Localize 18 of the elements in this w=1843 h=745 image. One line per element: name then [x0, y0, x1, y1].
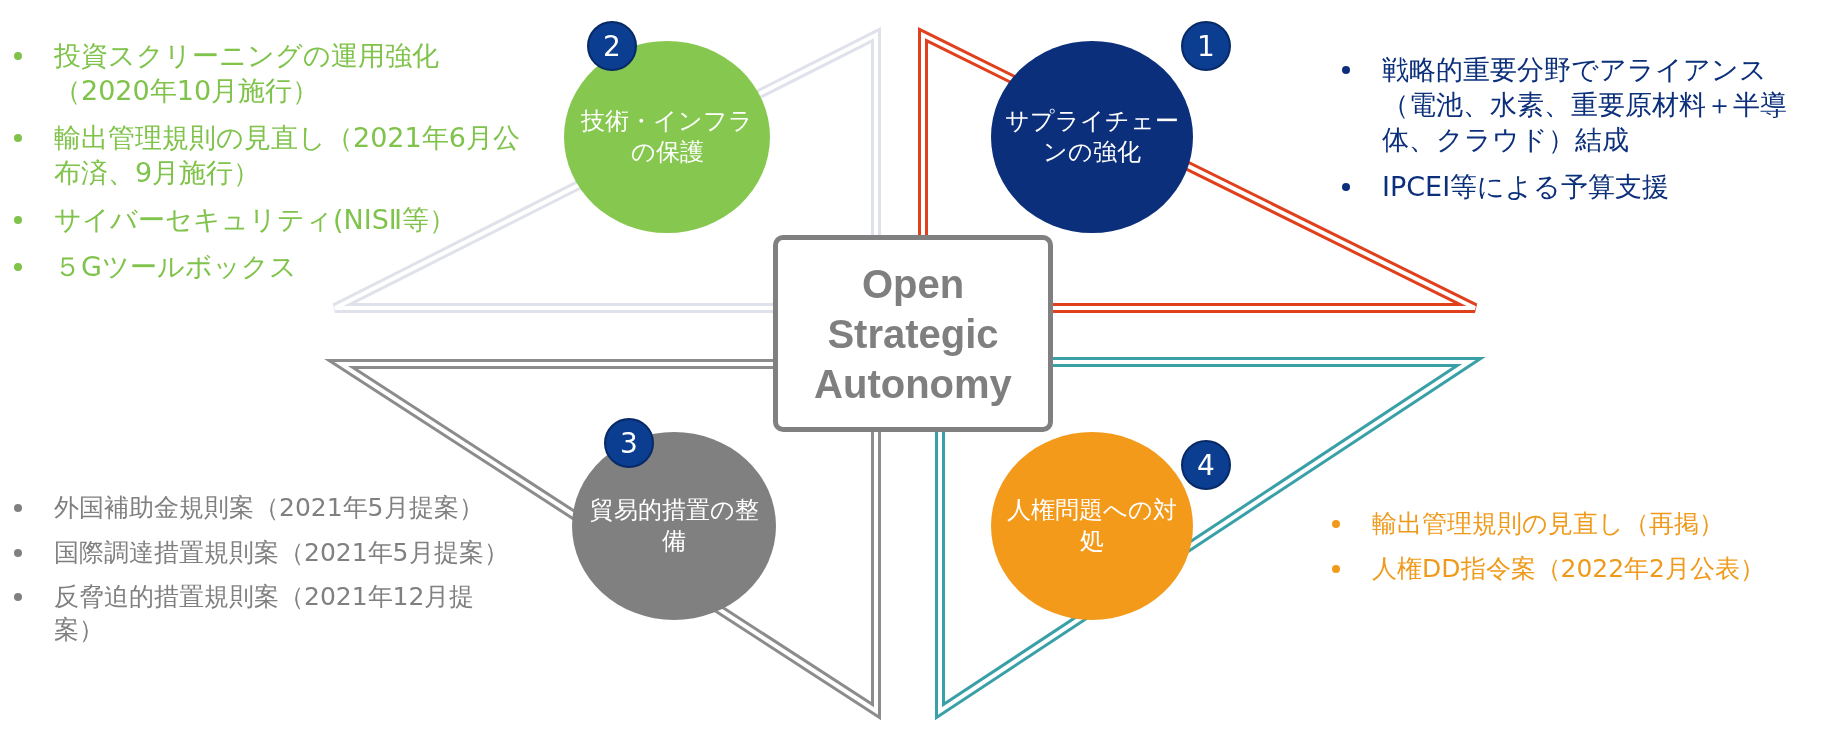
bullet-text: 輸出管理規則の見直し（再掲） — [1372, 509, 1724, 538]
bullet-text: 戦略的重要分野でアライアンス（電池、水素、重要原材料＋半導体、クラウド）結成 — [1382, 54, 1787, 156]
number-badge: 1 — [1181, 21, 1231, 71]
bullet-text: 輸出管理規則の見直し（2021年6月公布済、9月施行） — [54, 122, 520, 189]
number-badge: 4 — [1181, 440, 1231, 490]
bullet-text: 外国補助金規則案（2021年5月提案） — [54, 493, 484, 522]
bullet-text: ５Gツールボックス — [54, 251, 297, 283]
bullet-text: 反脅迫的措置規則案（2021年12月提案） — [54, 582, 475, 644]
bullet-text: 投資スクリーニングの運用強化（2020年10月施行） — [54, 40, 439, 107]
bullet-text: 国際調達措置規則案（2021年5月提案） — [54, 537, 509, 567]
number-badge: 2 — [587, 21, 637, 71]
topic-circle: 人権問題への対処 — [991, 432, 1193, 620]
center-box: Open Strategic Autonomy — [773, 235, 1053, 432]
topic-circle: サプライチェーンの強化 — [991, 41, 1193, 233]
bullet-text: IPCEI等による予算支援 — [1382, 171, 1670, 203]
bullet-text: サイバーセキュリティ(NISⅡ等） — [54, 204, 457, 236]
number-badge: 3 — [604, 418, 654, 468]
bullet-text: 人権DD指令案（2022年2月公表） — [1372, 553, 1766, 583]
